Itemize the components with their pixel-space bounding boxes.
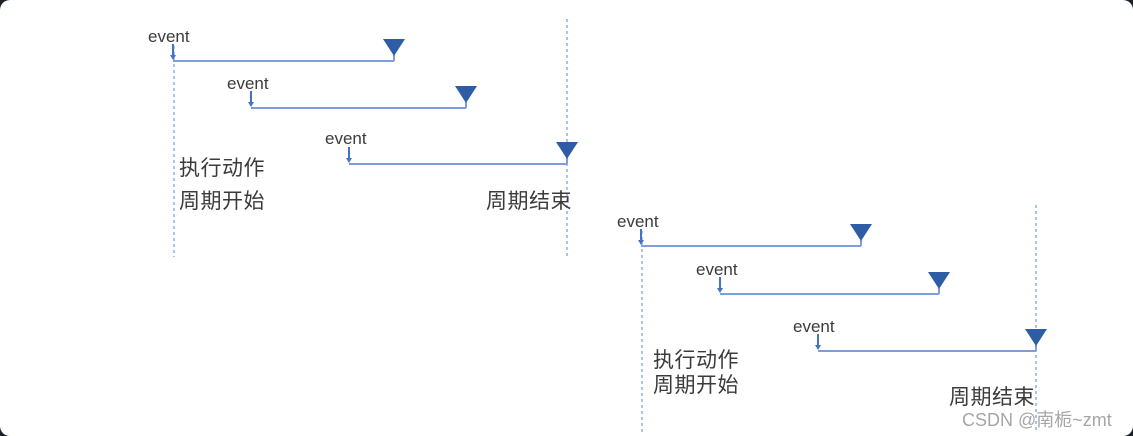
event-timeline [251, 107, 466, 109]
timeline-end-stub [566, 158, 568, 164]
cycle-end-label: 周期结束 [486, 190, 572, 213]
cycle-start-dashed-line [173, 46, 175, 257]
cycle-end-dashed-line [1035, 205, 1037, 431]
cycle-end-label: 周期结束 [949, 386, 1035, 409]
cycle-start-dashed-line [641, 231, 643, 432]
event-timeline [720, 293, 939, 295]
action-marker-icon [383, 39, 405, 56]
event-down-arrow-icon [346, 147, 352, 163]
action-label: 执行动作 [653, 349, 739, 372]
cycle-start-label: 周期开始 [653, 374, 739, 397]
event-timeline [173, 60, 394, 62]
event-label: event [325, 129, 367, 148]
csdn-watermark: CSDN @南栀~zmt [962, 410, 1112, 430]
event-label: event [696, 260, 738, 279]
timeline-end-stub [1035, 345, 1037, 351]
event-down-arrow-icon [248, 91, 254, 107]
event-label: event [148, 27, 190, 46]
event-down-arrow-icon [170, 44, 176, 60]
event-timeline [818, 350, 1036, 352]
action-marker-icon [1025, 329, 1047, 346]
event-down-arrow-icon [815, 334, 821, 350]
event-timeline [641, 245, 861, 247]
event-timeline [349, 163, 567, 165]
event-down-arrow-icon [638, 229, 644, 245]
timeline-end-stub [860, 240, 862, 246]
event-label: event [227, 74, 269, 93]
action-label: 执行动作 [179, 157, 265, 180]
timeline-end-stub [938, 288, 940, 294]
event-label: event [793, 317, 835, 336]
action-marker-icon [928, 272, 950, 289]
cycle-end-dashed-line [566, 19, 568, 257]
event-down-arrow-icon [717, 277, 723, 293]
timeline-end-stub [465, 102, 467, 108]
action-marker-icon [455, 86, 477, 103]
event-label: event [617, 212, 659, 231]
timeline-end-stub [393, 55, 395, 61]
action-marker-icon [850, 224, 872, 241]
action-marker-icon [556, 142, 578, 159]
cycle-start-label: 周期开始 [179, 190, 265, 213]
